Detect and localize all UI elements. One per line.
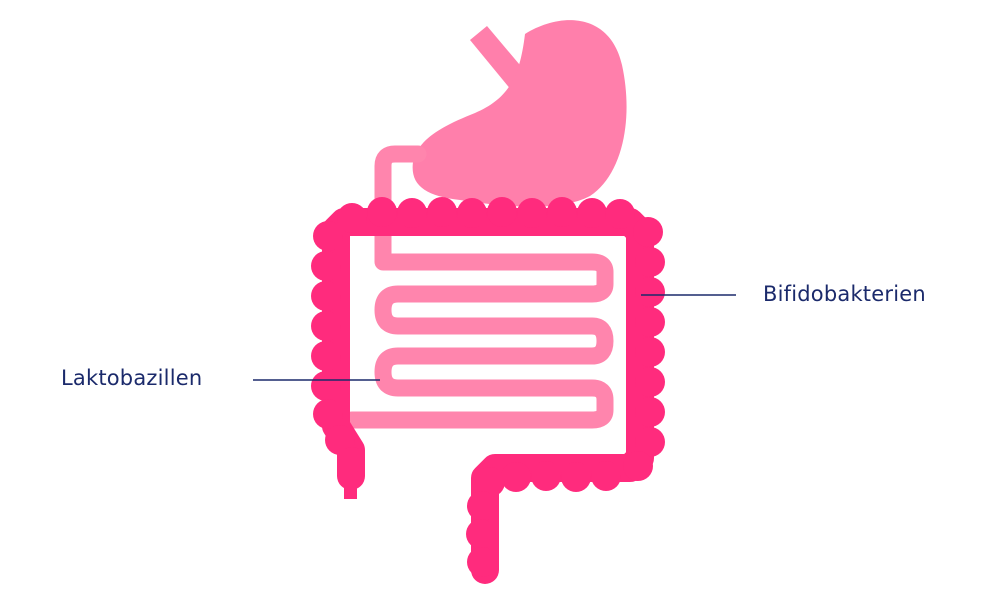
- appendix: [344, 462, 357, 499]
- duodenum: [374, 145, 427, 219]
- bifidobacteria-label: Bifidobakterien: [763, 282, 926, 306]
- stomach: [412, 20, 627, 207]
- lactobacilli-label: Laktobazillen: [61, 366, 203, 390]
- small-intestine: [343, 201, 614, 429]
- colon-haustra: [311, 197, 665, 577]
- esophagus: [470, 26, 530, 91]
